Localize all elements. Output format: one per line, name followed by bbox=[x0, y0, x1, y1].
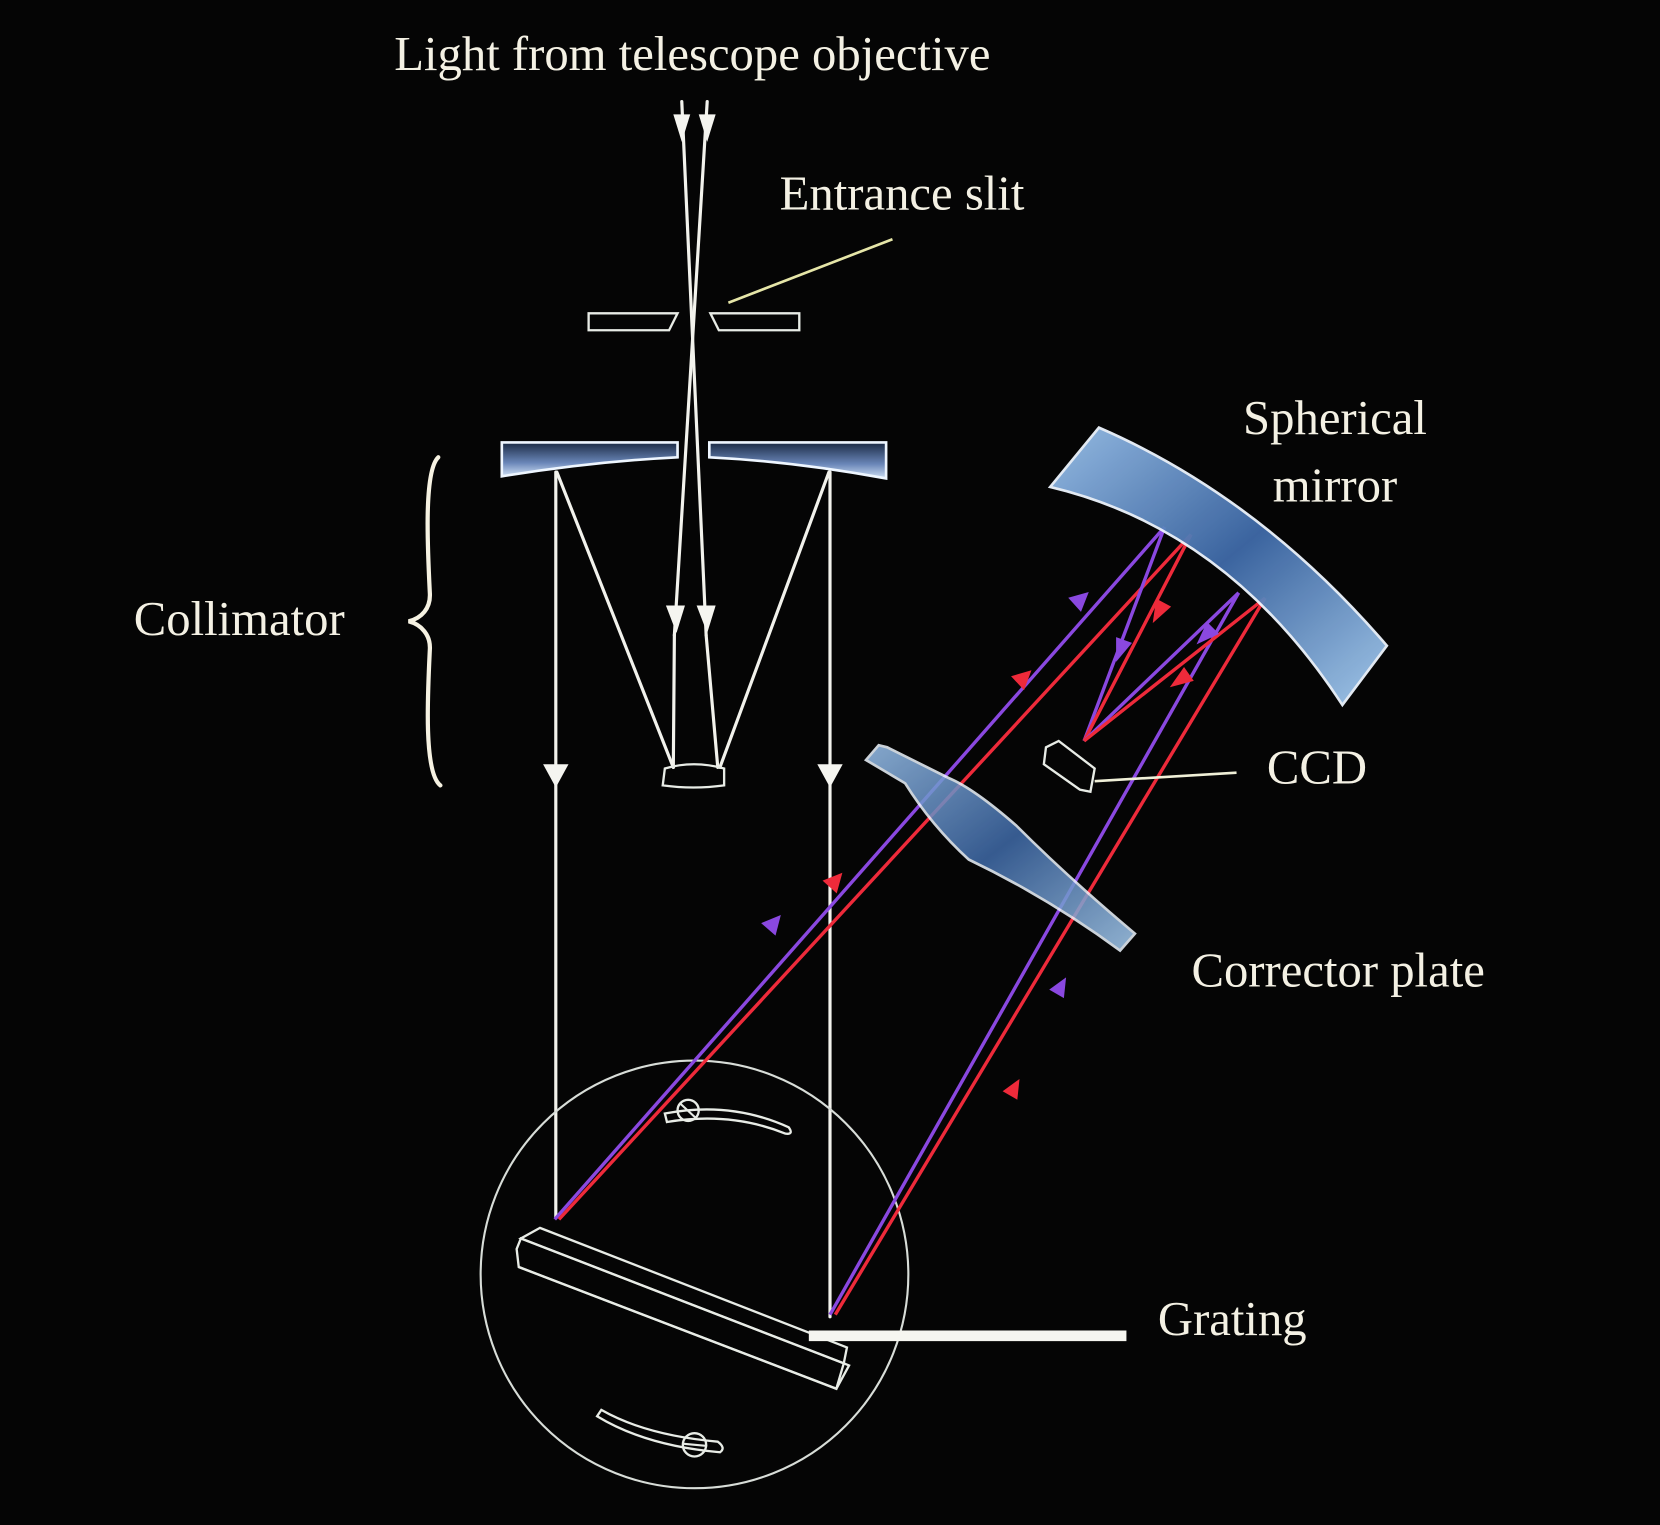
violet-ray-left-outgoing bbox=[553, 526, 1166, 1221]
red-ray-right-outgoing bbox=[833, 597, 1267, 1316]
violet-reflected-arrow-2 bbox=[1196, 621, 1219, 645]
reflected-rays bbox=[1082, 526, 1267, 743]
entrance-slit bbox=[587, 312, 801, 332]
red-reflected-1 bbox=[1082, 533, 1193, 742]
dispersed-beam-left bbox=[553, 526, 1193, 1221]
violet-reflected-1 bbox=[1082, 526, 1167, 742]
red-reflected-2 bbox=[1083, 596, 1267, 743]
collimator-label: Collimator bbox=[134, 592, 345, 646]
collimated-arrowhead-right bbox=[817, 764, 843, 788]
ccd-label: CCD bbox=[1267, 740, 1367, 794]
field-lens bbox=[661, 763, 726, 789]
red-arrow-upper bbox=[1011, 670, 1032, 691]
inner-arrowhead-left bbox=[665, 605, 685, 633]
collimator-mirror-left-half bbox=[500, 441, 679, 478]
grating-mount-clip-bottom bbox=[595, 1408, 724, 1458]
collimator-internal-rays bbox=[555, 470, 831, 769]
grating bbox=[515, 1226, 851, 1391]
inner-arrowhead-right bbox=[696, 605, 716, 633]
mirror-to-lens-ray-right bbox=[718, 470, 831, 769]
spherical-mirror-label-line1: Spherical bbox=[1243, 391, 1427, 445]
incoming-arrowhead-right bbox=[698, 114, 716, 142]
violet-arrow-lower bbox=[761, 915, 781, 936]
collimated-beams bbox=[543, 470, 843, 1319]
violet-ray-right-outgoing bbox=[828, 591, 1241, 1316]
slit-jaw-right bbox=[708, 312, 801, 332]
incoming-ray-left bbox=[680, 100, 708, 637]
ccd-body bbox=[1042, 739, 1096, 794]
entrance-slit-label: Entrance slit bbox=[780, 167, 1025, 221]
slit-jaw-left bbox=[587, 312, 680, 332]
violet-arrow-upper bbox=[1068, 592, 1089, 612]
collimator-mirror-right-half bbox=[707, 441, 888, 481]
corrector-plate bbox=[863, 743, 1137, 953]
collimated-arrowhead-left bbox=[543, 764, 569, 788]
incoming-light-rays bbox=[672, 100, 716, 637]
red-reflected-arrow-1 bbox=[1152, 598, 1172, 624]
dispersed-beam-right bbox=[828, 591, 1267, 1316]
bottom-clip-screw-slot bbox=[683, 1442, 708, 1447]
bottom-clip-slot bbox=[595, 1408, 724, 1454]
ccd-leader-line bbox=[1094, 771, 1237, 783]
red-reflected-arrow-2 bbox=[1169, 666, 1194, 688]
incoming-ray-right bbox=[672, 100, 709, 637]
grating-mount-clip-top bbox=[663, 1098, 792, 1135]
collimator-mirror bbox=[500, 441, 888, 481]
red-arrow-right bbox=[1002, 1078, 1020, 1100]
lens-ray-inner-left bbox=[671, 633, 676, 769]
lens-ray-inner-right bbox=[704, 633, 720, 769]
red-arrow-lower bbox=[822, 872, 843, 894]
violet-reflected-2 bbox=[1082, 591, 1240, 743]
spherical-mirror-label-line2: mirror bbox=[1273, 459, 1397, 513]
ccd-detector bbox=[1042, 739, 1237, 794]
top-clip-slot bbox=[663, 1108, 792, 1135]
incoming-arrowhead-left bbox=[673, 114, 691, 142]
top-clip-screw bbox=[676, 1098, 700, 1123]
entrance-slit-leader-line bbox=[727, 237, 893, 304]
corrector-plate-label: Corrector plate bbox=[1191, 944, 1484, 998]
grating-label: Grating bbox=[1158, 1292, 1307, 1346]
red-ray-left-outgoing bbox=[557, 533, 1193, 1221]
mirror-to-lens-ray-left bbox=[555, 470, 675, 769]
violet-arrow-right bbox=[1049, 977, 1067, 999]
spherical-mirror bbox=[1047, 426, 1389, 708]
collimator-bracket bbox=[408, 455, 443, 788]
top-clip-screw-slot bbox=[680, 1103, 697, 1119]
violet-reflected-arrow-1 bbox=[1116, 637, 1133, 662]
light-source-label: Light from telescope objective bbox=[394, 27, 990, 81]
grating-base-edge bbox=[518, 1265, 851, 1391]
